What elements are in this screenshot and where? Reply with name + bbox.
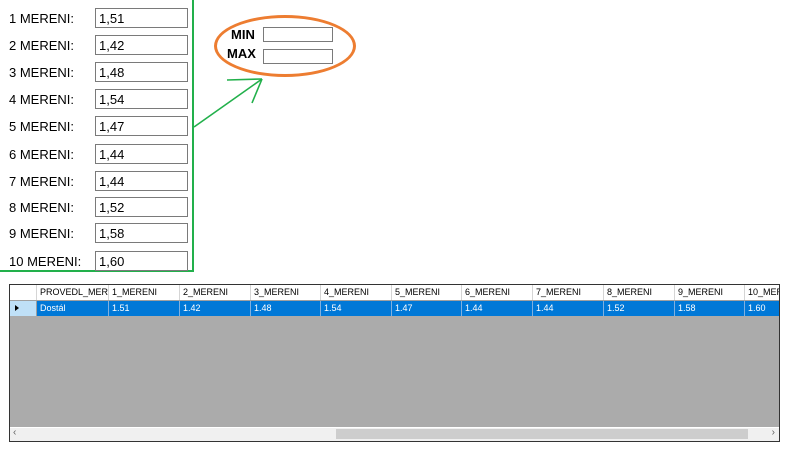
measurement-label: 6 MERENI: (9, 147, 75, 162)
table-row[interactable]: Dostál 1.51 1.42 1.48 1.54 1.47 1.44 1.4… (10, 301, 779, 316)
data-grid[interactable]: PROVEDL_MERENI 1_MERENI 2_MERENI 3_MEREN… (9, 284, 780, 442)
measurement-row-9: 9 MERENI: 1,58 (0, 223, 194, 245)
row-header[interactable] (10, 301, 37, 316)
grid-cell[interactable]: 1.54 (321, 301, 392, 316)
column-header[interactable]: 1_MERENI (109, 285, 180, 300)
measurement-1-input[interactable]: 1,51 (95, 8, 188, 28)
measurement-label: 5 MERENI: (9, 119, 75, 134)
grid-cell[interactable]: Dostál (37, 301, 109, 316)
measurement-10-input[interactable]: 1,60 (95, 251, 188, 271)
measurement-row-5: 5 MERENI: 1,47 (0, 116, 194, 138)
grid-cell[interactable]: 1.51 (109, 301, 180, 316)
column-header[interactable]: 4_MERENI (321, 285, 392, 300)
column-header[interactable]: 7_MERENI (533, 285, 604, 300)
scroll-right-icon[interactable]: › (771, 427, 775, 438)
scroll-left-icon[interactable]: ‹ (13, 427, 17, 438)
measurement-row-2: 2 MERENI: 1,42 (0, 35, 194, 57)
measurement-6-input[interactable]: 1,44 (95, 144, 188, 164)
measurement-4-input[interactable]: 1,54 (95, 89, 188, 109)
scrollbar-thumb[interactable] (336, 429, 748, 439)
measurement-row-1: 1 MERENI: 1,51 (0, 8, 194, 30)
measurement-2-input[interactable]: 1,42 (95, 35, 188, 55)
measurement-label: 8 MERENI: (9, 200, 75, 215)
measurement-row-10: 10 MERENI: 1,60 (0, 251, 194, 273)
grid-header-row: PROVEDL_MERENI 1_MERENI 2_MERENI 3_MEREN… (10, 285, 779, 301)
grid-cell[interactable]: 1.52 (604, 301, 675, 316)
measurement-label: 4 MERENI: (9, 92, 75, 107)
column-header[interactable]: 3_MERENI (251, 285, 321, 300)
measurement-9-input[interactable]: 1,58 (95, 223, 188, 243)
max-input[interactable] (263, 49, 333, 64)
measurement-label: 2 MERENI: (9, 38, 75, 53)
column-header[interactable]: 8_MERENI (604, 285, 675, 300)
measurement-row-4: 4 MERENI: 1,54 (0, 89, 194, 111)
measurement-label: 7 MERENI: (9, 174, 75, 189)
column-header[interactable]: 2_MERENI (180, 285, 251, 300)
measurement-row-7: 7 MERENI: 1,44 (0, 171, 194, 193)
column-header[interactable]: 5_MERENI (392, 285, 462, 300)
measurement-label: 9 MERENI: (9, 226, 75, 241)
min-input[interactable] (263, 27, 333, 42)
max-label: MAX (227, 46, 256, 61)
min-label: MIN (231, 27, 255, 42)
column-header[interactable]: PROVEDL_MERENI (37, 285, 109, 300)
measurement-label: 10 MERENI: (9, 254, 82, 269)
measurement-row-6: 6 MERENI: 1,44 (0, 144, 194, 166)
measurement-3-input[interactable]: 1,48 (95, 62, 188, 82)
grid-cell[interactable]: 1.60 (745, 301, 779, 316)
highlight-ellipse (214, 15, 356, 77)
grid-cell[interactable]: 1.48 (251, 301, 321, 316)
measurement-label: 3 MERENI: (9, 65, 75, 80)
measurement-label: 1 MERENI: (9, 11, 75, 26)
horizontal-scrollbar[interactable]: ‹ › (10, 427, 779, 441)
measurements-panel (0, 0, 194, 272)
measurement-7-input[interactable]: 1,44 (95, 171, 188, 191)
column-header[interactable]: 9_MERENI (675, 285, 745, 300)
grid-cell[interactable]: 1.47 (392, 301, 462, 316)
grid-corner-cell (10, 285, 37, 300)
column-header[interactable]: 6_MERENI (462, 285, 533, 300)
current-row-arrow-icon (15, 305, 19, 311)
measurement-row-3: 3 MERENI: 1,48 (0, 62, 194, 84)
measurement-8-input[interactable]: 1,52 (95, 197, 188, 217)
grid-cell[interactable]: 1.42 (180, 301, 251, 316)
measurement-5-input[interactable]: 1,47 (95, 116, 188, 136)
grid-cell[interactable]: 1.44 (533, 301, 604, 316)
column-header[interactable]: 10_MER (745, 285, 779, 300)
measurement-row-8: 8 MERENI: 1,52 (0, 197, 194, 219)
grid-cell[interactable]: 1.58 (675, 301, 745, 316)
grid-cell[interactable]: 1.44 (462, 301, 533, 316)
